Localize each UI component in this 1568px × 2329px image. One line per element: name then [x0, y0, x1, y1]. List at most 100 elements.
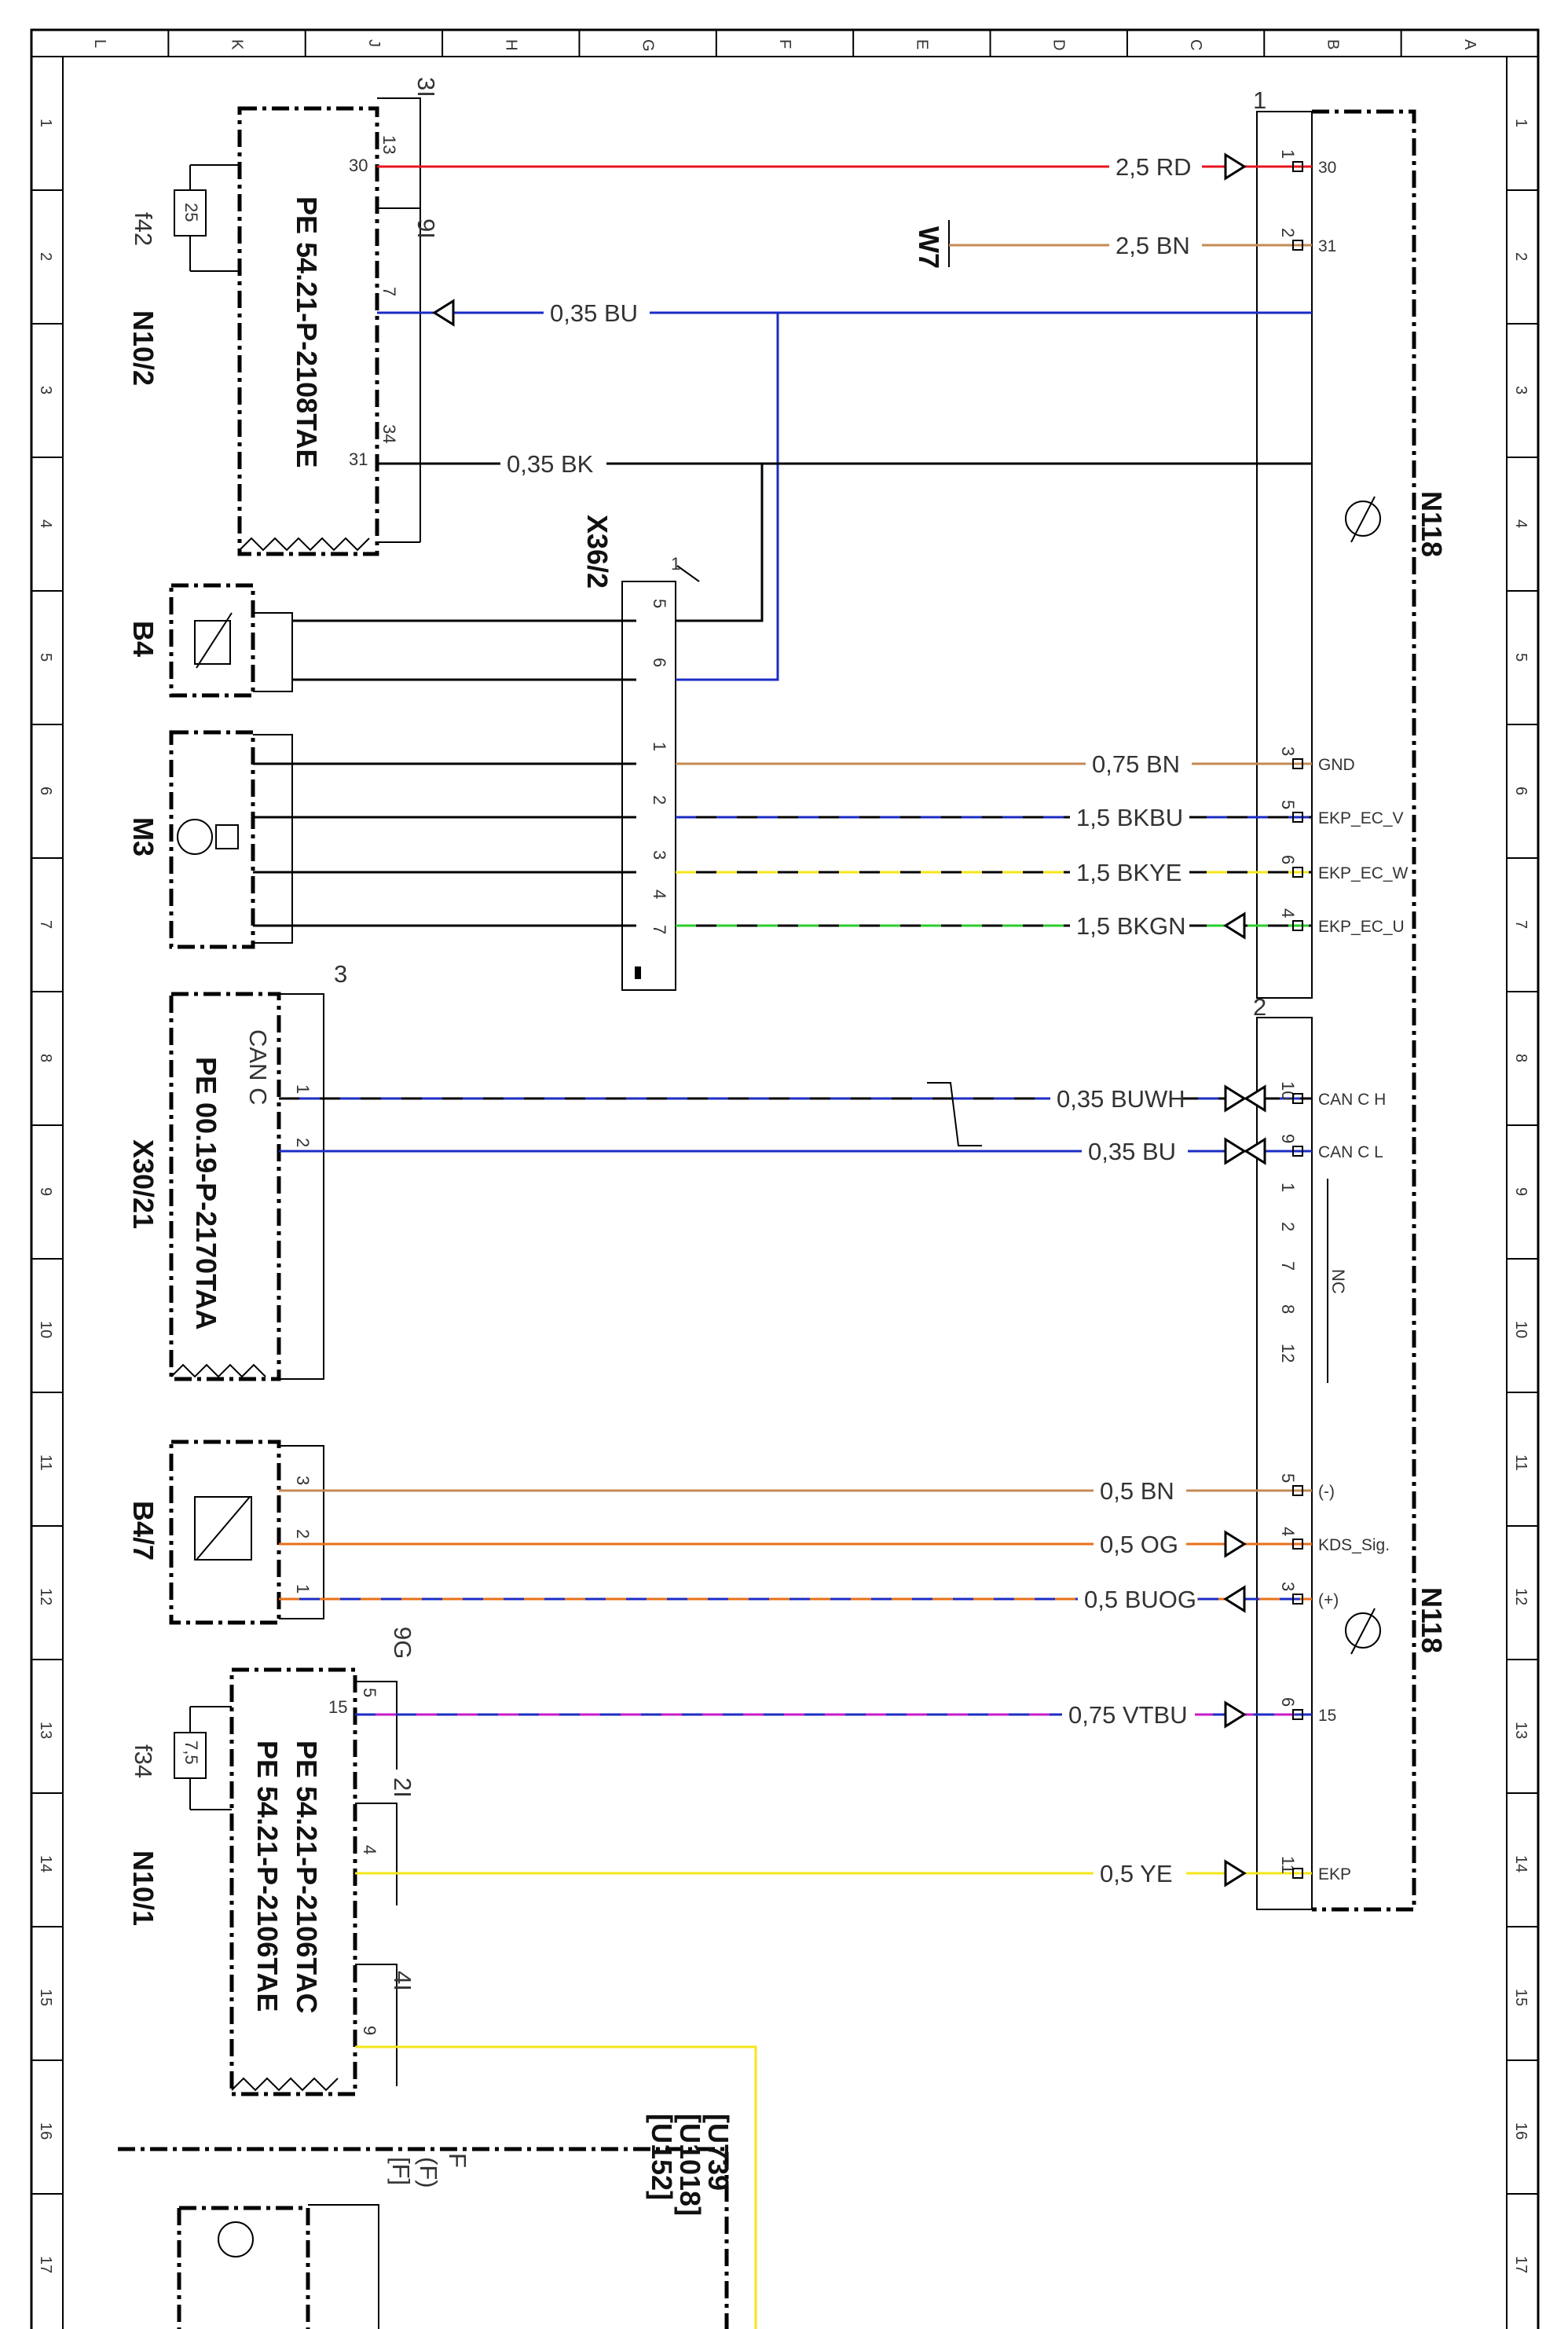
grid-row-right-4: 4: [1512, 519, 1530, 528]
n10-1-pin-4: 4: [360, 1845, 379, 1854]
n10-1-pin-15: 15: [328, 1697, 347, 1717]
x30-21-connector: 3 CAN C PE 00.19-P-2170TAA X30/21: [127, 960, 347, 1381]
grid-row-right-11: 11: [1512, 1454, 1530, 1471]
x30-21-ref: PE 00.19-P-2170TAA: [190, 1057, 222, 1330]
wire-label-3: 0,35 BU: [550, 299, 638, 327]
x36-2-pin-3: 3: [650, 850, 669, 860]
grid-col-K: K: [229, 39, 246, 50]
grid-row-left-15: 15: [37, 1989, 54, 2006]
wire-signal-6: EKP_EC_V: [1318, 809, 1404, 827]
grid-row-left-16: 16: [37, 2122, 54, 2140]
b4-7-pin-2: 2: [293, 1529, 313, 1539]
n10-2-conn-9i: 9I: [412, 218, 440, 239]
grid-col-H: H: [502, 39, 519, 50]
wire-label-14: 0,75 VTBU: [1068, 1701, 1188, 1729]
grid-row-left-17: 17: [37, 2256, 54, 2273]
n118-label-1: N118: [1416, 491, 1448, 557]
grid-row-right-16: 16: [1512, 2122, 1530, 2140]
arrow-left-3: [432, 299, 455, 327]
b4-sensor: B4: [127, 583, 293, 698]
grid-row-right-13: 13: [1512, 1722, 1530, 1739]
wire-signal-14: 15: [1318, 1707, 1336, 1725]
n10-2-pin-30: 30: [349, 156, 368, 175]
n118-nc-pin-7: 7: [1278, 1261, 1298, 1271]
u-code-3: [U152]: [646, 2114, 678, 2200]
wire-label-13: 0,5 BUOG: [1084, 1586, 1196, 1613]
wire-label-4: 0,35 BK: [507, 450, 594, 478]
wire-label-5: 0,75 BN: [1092, 750, 1180, 778]
b4-label: B4: [127, 621, 159, 657]
x36-2-label: X36/2: [581, 515, 614, 589]
grid-row-left-8: 8: [37, 1054, 54, 1062]
n118-nc-pin-1: 1: [1278, 1183, 1298, 1192]
wire-pin-6: 5: [1278, 800, 1298, 809]
fuse-f34-label: f34: [130, 1744, 157, 1778]
wire-label-6: 1,5 BKBU: [1076, 804, 1183, 831]
b4-7-label: B4/7: [127, 1501, 159, 1561]
n118-nc-label: NC: [1328, 1269, 1348, 1294]
grid-col-E: E: [913, 39, 930, 50]
wire-signal-11: (-): [1318, 1483, 1335, 1501]
wire-signal-8: EKP_EC_U: [1318, 918, 1405, 936]
grid-row-right-17: 17: [1512, 2256, 1530, 2273]
grid-col-F: F: [776, 39, 793, 49]
n10-1-conn-2i: 2I: [389, 1777, 416, 1798]
grid-row-left-12: 12: [37, 1588, 54, 1605]
x30-21-pin-2: 2: [293, 1138, 313, 1147]
wire-label-10: 0,35 BU: [1088, 1138, 1176, 1165]
n10-2-pin-7: 7: [379, 287, 399, 296]
grid-row-right-2: 2: [1512, 252, 1530, 261]
grid-col-J: J: [365, 39, 383, 47]
inner-frame: [62, 56, 1508, 2329]
x30-21-pin-1: 1: [293, 1084, 313, 1094]
wire-label-7: 1,5 BKYE: [1076, 859, 1181, 886]
wire-pin-12: 4: [1278, 1527, 1298, 1536]
n10-1-conn-9g: 9G: [389, 1627, 416, 1659]
fuse-f42-value: 25: [181, 203, 201, 222]
wire-pin-14: 6: [1278, 1697, 1298, 1707]
fuse-f34-value: 7,5: [181, 1740, 201, 1765]
arrow-right-15: [1224, 1859, 1247, 1887]
wire-label-9: 0,35 BUWH: [1057, 1085, 1185, 1113]
grid-row-left-14: 14: [37, 1855, 54, 1872]
grid-row-left-11: 11: [37, 1454, 54, 1471]
wire-pin-15: 11: [1278, 1856, 1298, 1874]
grid-row-left-2: 2: [37, 252, 54, 261]
grid-col-C: C: [1187, 39, 1204, 50]
arrow-right-1: [1224, 152, 1247, 181]
u-f-3: [F]: [387, 2157, 415, 2185]
wire-signal-13: (+): [1318, 1591, 1339, 1609]
arrow-right-12: [1224, 1530, 1247, 1558]
n118-nc-pin-12: 12: [1278, 1344, 1298, 1363]
wire-signal-12: KDS_Sig.: [1318, 1536, 1390, 1554]
grid-row-left-5: 5: [37, 653, 54, 662]
grid-row-left-1: 1: [37, 119, 54, 127]
grid-row-right-6: 6: [1512, 787, 1530, 795]
grid-col-D: D: [1050, 39, 1068, 50]
arrow-right-14: [1224, 1700, 1247, 1729]
wire-pin-2: 2: [1278, 228, 1298, 237]
grid-row-left-6: 6: [37, 787, 54, 795]
w7-ground: W7: [913, 220, 950, 269]
wire-label-11: 0,5 BN: [1100, 1477, 1174, 1505]
grid-row-right-12: 12: [1512, 1588, 1530, 1605]
fuse-f42-label: f42: [130, 212, 157, 246]
n10-2-pin-13: 13: [379, 135, 399, 154]
x36-2-num: 1: [671, 554, 680, 574]
wire-signal-15: EKP: [1318, 1865, 1351, 1883]
grid-row-left-10: 10: [37, 1321, 54, 1338]
b4-7-pin-3: 3: [293, 1476, 313, 1485]
wire-label-15: 0,5 YE: [1100, 1860, 1173, 1887]
arrow-right-10: [1224, 1137, 1247, 1165]
arrow-left-8: [1223, 911, 1246, 940]
wire-14: 0,75 VTBU 6 15: [355, 1697, 1336, 1730]
n10-2-conn-3i: 3I: [412, 77, 440, 97]
